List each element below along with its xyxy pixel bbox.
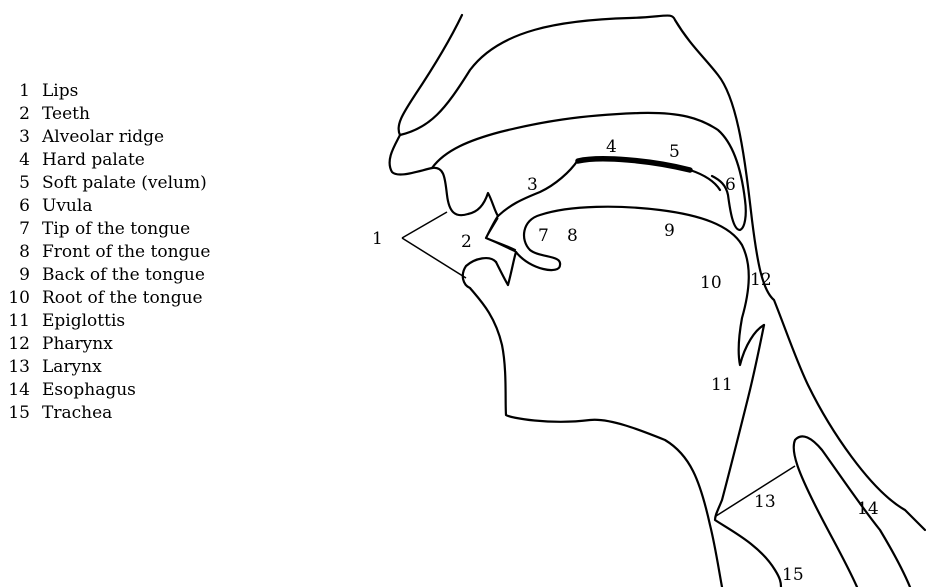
- diagram-label-11: 11: [711, 375, 733, 395]
- diagram-label-2: 2: [461, 232, 472, 252]
- diagram-label-3: 3: [527, 175, 538, 195]
- diagram-label-13: 13: [754, 492, 776, 512]
- lips-pointer-lower: [402, 238, 466, 278]
- tongue-outline: [516, 207, 764, 365]
- diagram-label-7: 7: [538, 226, 549, 246]
- lower-lip-chin: [463, 258, 722, 587]
- diagram-label-9: 9: [664, 221, 675, 241]
- diagram-label-10: 10: [700, 273, 722, 293]
- diagram-label-14: 14: [857, 499, 879, 519]
- diagram-label-15: 15: [782, 565, 804, 585]
- nose-upper-lip-outline: [390, 15, 498, 216]
- diagram-label-8: 8: [567, 226, 578, 246]
- lips-pointer-upper: [402, 212, 447, 238]
- nasal-floor: [432, 113, 746, 230]
- teeth-pointer-lower: [486, 238, 516, 252]
- diagram-label-1: 1: [372, 229, 383, 249]
- pharyngeal-wall: [715, 325, 781, 587]
- nasal-cavity-outline: [400, 16, 925, 530]
- diagram-label-6: 6: [725, 175, 736, 195]
- teeth-pointer-upper: [486, 218, 498, 238]
- diagram-label-12: 12: [750, 270, 772, 290]
- diagram-label-5: 5: [669, 142, 680, 162]
- lower-teeth-outline: [496, 252, 516, 285]
- diagram-label-4: 4: [606, 137, 617, 157]
